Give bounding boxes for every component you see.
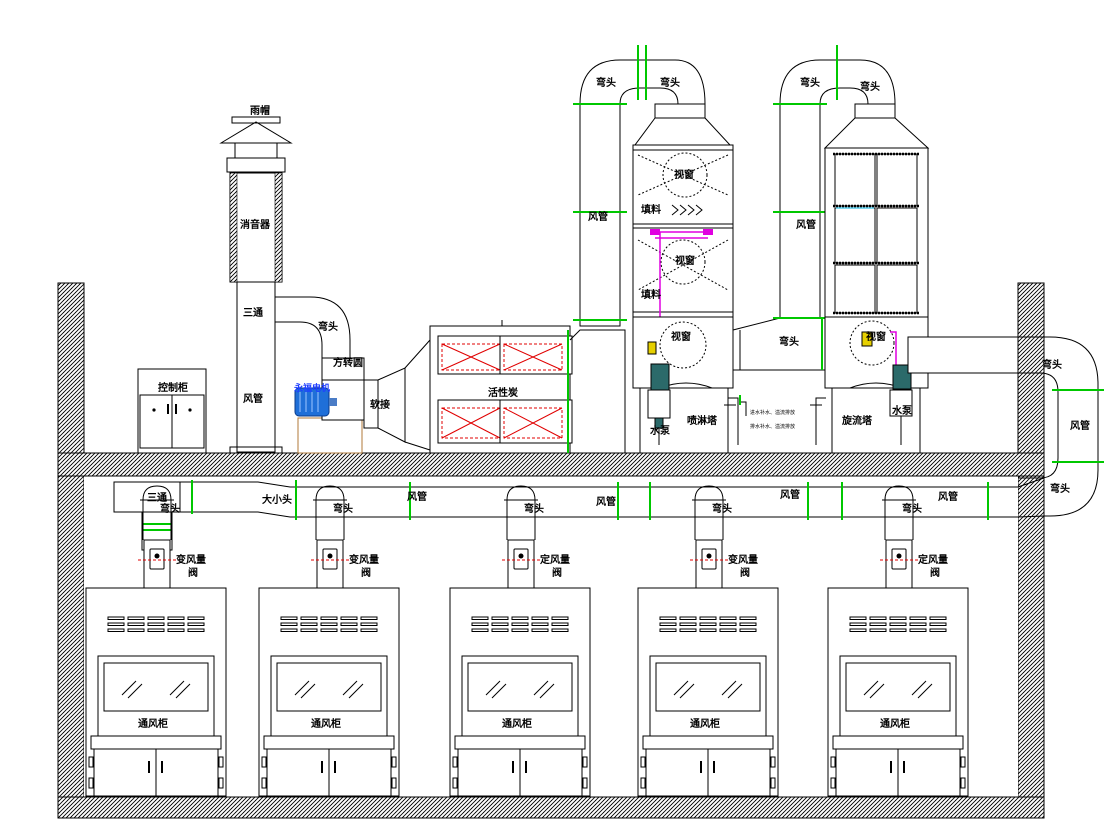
- activated-carbon-box: [429, 320, 626, 454]
- fume-hoods: 变风量阀通风柜弯头变风量阀通风柜弯头定风量阀通风柜弯头变风量阀通风柜弯头定风量阀…: [85, 485, 969, 797]
- right-inlet-duct: [907, 336, 1104, 517]
- lower-duct-4-label: 风管: [938, 490, 958, 503]
- note-2: 排水补水、溢流排放: [750, 423, 795, 430]
- fume-hood-label: 通风柜: [502, 717, 532, 730]
- sight-glass-1-label: 视窗: [674, 168, 694, 181]
- tee-lower-label: 三通: [147, 492, 167, 504]
- floor-slab: [57, 452, 1045, 477]
- elbow-fan-label: 弯头: [318, 320, 338, 333]
- fan-unit: [294, 339, 431, 454]
- elbow-icon: [884, 485, 914, 540]
- valve-label: 变风量: [728, 553, 758, 566]
- damper-icon: [322, 548, 338, 570]
- lower-duct-1-label: 风管: [407, 490, 427, 503]
- pump-2-label: 水泵: [891, 404, 913, 417]
- elbow-icon: [142, 485, 172, 540]
- ground-slab: [57, 796, 1045, 819]
- spray-tower-1: [573, 45, 747, 454]
- packing-1-label: 填料: [641, 203, 661, 216]
- valve-label-2: 阀: [188, 566, 198, 579]
- cyclone-tower-2: [773, 45, 930, 454]
- silencer-label: 消音器: [240, 218, 271, 231]
- duct-left-label: 风管: [243, 392, 263, 405]
- elbow-mid-label: 弯头: [779, 335, 799, 348]
- valve-label: 定风量: [918, 553, 948, 566]
- pump-1-label: 水泵: [649, 424, 671, 437]
- motor-label: 永福电机: [293, 382, 330, 394]
- hood-elbow-label: 弯头: [333, 502, 353, 515]
- valve-label-2: 阀: [740, 566, 750, 579]
- tee-upper-label: 三通: [243, 307, 263, 319]
- soft-joint-label: 软接: [370, 398, 390, 411]
- elbow-t1-left-label: 弯头: [596, 76, 616, 89]
- duct-t1-label: 风管: [588, 210, 608, 223]
- valve-label-2: 阀: [361, 566, 371, 579]
- damper-icon: [149, 548, 165, 570]
- elbow-t2-left-label: 弯头: [800, 76, 820, 89]
- control-cabinet: [137, 368, 207, 454]
- hood-elbow-label: 弯头: [902, 502, 922, 515]
- rain-cap-icon: [219, 121, 293, 144]
- fume-hood-label: 通风柜: [311, 717, 341, 730]
- valve-label: 变风量: [349, 553, 379, 566]
- square-round-label: 方转圆: [333, 356, 363, 369]
- fume-hood-label: 通风柜: [138, 717, 168, 730]
- sight-glass-icon: [660, 239, 706, 285]
- lower-duct-3-label: 风管: [780, 488, 800, 501]
- duct-t2-label: 风管: [796, 218, 816, 231]
- damper-icon: [513, 548, 529, 570]
- right-wall: [1017, 282, 1045, 819]
- sight-glass-4-label: 视窗: [866, 330, 886, 343]
- reducer-label: 大小头: [262, 493, 292, 506]
- fume-hood-label: 通风柜: [690, 717, 720, 730]
- packing-2-label: 填料: [641, 288, 661, 301]
- duct-right-label: 风管: [1070, 419, 1090, 432]
- elbow-t1-right-label: 弯头: [660, 76, 680, 89]
- fume-hood-label: 通风柜: [880, 717, 910, 730]
- lower-main-duct: [113, 477, 1045, 551]
- hood-elbow-label: 弯头: [160, 502, 180, 515]
- sight-glass-2-label: 视窗: [675, 254, 695, 267]
- elbow-icon: [315, 485, 345, 540]
- damper-icon: [891, 548, 907, 570]
- left-wall: [57, 282, 85, 819]
- sight-glass-3-label: 视窗: [671, 330, 691, 343]
- elbow-right-top-label: 弯头: [1042, 358, 1062, 371]
- sight-glass-icon: [662, 152, 708, 198]
- valve-label: 定风量: [540, 553, 570, 566]
- elbow-icon: [506, 485, 536, 540]
- damper-icon: [701, 548, 717, 570]
- hood-elbow-label: 弯头: [712, 502, 732, 515]
- valve-label: 变风量: [176, 553, 206, 566]
- pump-icon: [892, 364, 912, 390]
- cyclone-tower-label: 旋流塔: [841, 414, 873, 427]
- rain-cap-label: 雨帽: [250, 104, 270, 117]
- spray-tower-label: 喷淋塔: [687, 414, 718, 427]
- lower-duct-2-label: 风管: [596, 495, 616, 508]
- valve-label-2: 阀: [930, 566, 940, 579]
- pump-icon: [650, 363, 670, 391]
- control-cabinet-label: 控制柜: [158, 381, 188, 394]
- hood-elbow-label: 弯头: [524, 502, 544, 515]
- activated-carbon-label: 活性炭: [488, 386, 518, 399]
- note-1: 进水补水、溢流排放: [750, 409, 795, 416]
- valve-label-2: 阀: [552, 566, 562, 579]
- elbow-t2-right-label: 弯头: [860, 80, 880, 93]
- elbow-right-bottom-label: 弯头: [1050, 482, 1070, 495]
- elbow-icon: [694, 485, 724, 540]
